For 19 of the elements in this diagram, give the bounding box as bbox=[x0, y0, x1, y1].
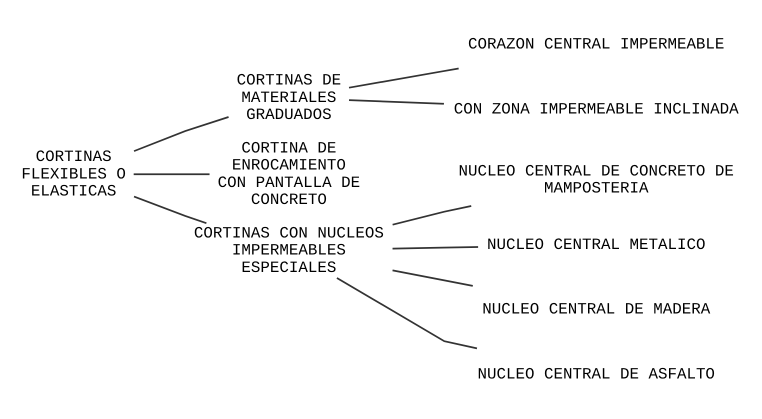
connector bbox=[392, 246, 478, 250]
node-text: CORTINAS DE MATERIALES GRADUADOS bbox=[236, 72, 342, 124]
connector bbox=[348, 68, 459, 89]
node-text: CORTINAS FLEXIBLES O ELASTICAS bbox=[21, 148, 126, 201]
connector bbox=[134, 116, 229, 152]
node-text: CORTINAS CON NUCLEOS IMPERMEABLES ESPECIALES bbox=[194, 224, 384, 277]
node-text: NUCLEO CENTRAL DE MADERA bbox=[482, 300, 710, 319]
connector bbox=[348, 99, 444, 105]
connector bbox=[134, 173, 210, 176]
connector bbox=[392, 270, 473, 287]
node-text: NUCLEO CENTRAL DE CONCRETO DE MAMPOSTERIA bbox=[458, 162, 734, 198]
node-text: NUCLEO CENTRAL DE ASFALTO bbox=[477, 365, 715, 384]
node-text: NUCLEO CENTRAL METALICO bbox=[486, 236, 706, 254]
node-text: CORAZON CENTRAL IMPERMEABLE bbox=[468, 36, 724, 54]
connector bbox=[336, 277, 478, 350]
node-text: CON ZONA IMPERMEABLE INCLINADA bbox=[454, 100, 739, 118]
connector bbox=[392, 205, 472, 226]
node-text: CORTINA DE ENROCAMIENTO CON PANTALLA DE CONCRETO bbox=[218, 139, 360, 210]
connector bbox=[134, 196, 207, 224]
